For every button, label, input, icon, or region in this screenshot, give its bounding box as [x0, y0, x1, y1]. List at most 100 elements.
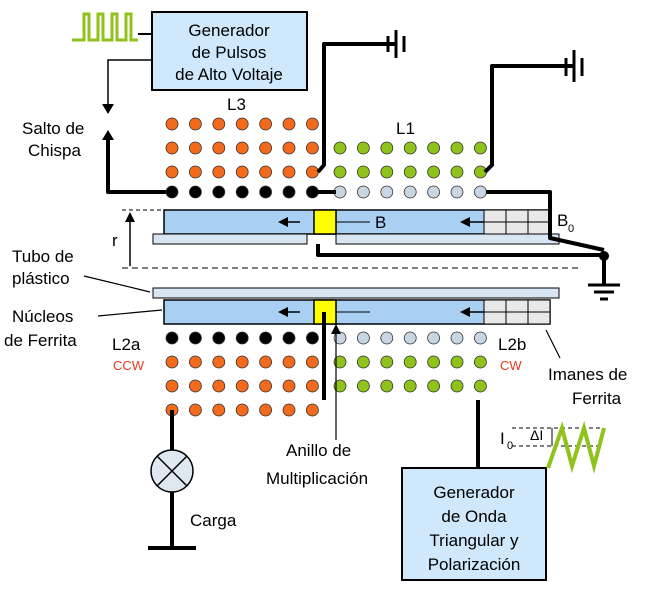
- l2b-coil-dot: [427, 355, 441, 369]
- triangular-waveform-icon: [512, 420, 606, 474]
- l1-label: L1: [396, 119, 415, 138]
- l1-to-ground-wire: [483, 64, 574, 174]
- bottom-tube: [152, 287, 560, 299]
- l2b-coil-dot: [333, 355, 347, 369]
- l1-coil-dot: [427, 165, 441, 179]
- pulse-gen-line-1: Generador: [188, 21, 270, 40]
- l2a-label: L2a: [112, 335, 141, 354]
- l3-coil-dot: [188, 141, 202, 155]
- l1-coil-dot: [356, 165, 370, 179]
- l3-to-ground-wire: [316, 42, 396, 174]
- l2a-coil-dot: [212, 379, 226, 393]
- l3-coil-dot: [282, 117, 296, 131]
- bottom-coil-row: [165, 331, 487, 345]
- l2a-coil-dot: [282, 403, 296, 417]
- load-label: Carga: [190, 511, 237, 530]
- spark-gap-label-2: Chispa: [28, 141, 81, 160]
- l2a-coil-dot: [165, 379, 179, 393]
- l2a-coil-dot: [165, 355, 179, 369]
- l2b-coil-dot: [473, 355, 487, 369]
- l3-coil-dot: [305, 165, 319, 179]
- l3-coil-dot: [259, 165, 273, 179]
- top-row-dot-gray: [380, 185, 394, 199]
- bottom-row-dot-gray: [356, 331, 370, 345]
- l1-coil-dot: [380, 141, 394, 155]
- l2b-coil-dot: [403, 379, 417, 393]
- top-row-dot-black: [259, 185, 273, 199]
- l3-coil-dot: [235, 141, 249, 155]
- l1-coil-dot: [333, 141, 347, 155]
- l2b-coil-dots: [333, 355, 487, 393]
- top-tube-left: [152, 233, 308, 245]
- bottom-b-arrowhead-right-icon: [460, 307, 470, 317]
- plastic-tube-label-1: Tubo de: [12, 247, 74, 266]
- l3-coil-dot: [282, 165, 296, 179]
- l2a-coil-dot: [235, 403, 249, 417]
- ferrite-cores-label-1: Núcleos: [12, 307, 73, 326]
- cw-label: CW: [500, 358, 522, 373]
- tri-gen-line-1: Generador: [433, 483, 515, 502]
- l2a-coil-dot: [282, 379, 296, 393]
- b0-label: B: [557, 211, 568, 230]
- mult-ring-label-1: Anillo de: [286, 441, 351, 460]
- l3-coil-dot: [305, 141, 319, 155]
- l2a-coil-dot: [212, 355, 226, 369]
- bottom-row-dot-black: [282, 331, 296, 345]
- top-row-dot-black: [165, 185, 179, 199]
- l2a-coil-dot: [305, 379, 319, 393]
- top-row-dot-black: [212, 185, 226, 199]
- bottom-row-dot-black: [235, 331, 249, 345]
- top-row-dot-gray: [473, 185, 487, 199]
- bottom-row-dot-black: [259, 331, 273, 345]
- pulse-gen-line-3: de Alto Voltaje: [175, 65, 283, 84]
- l3-coil-dot: [259, 117, 273, 131]
- tri-gen-line-3: Triangular y: [429, 531, 519, 550]
- l1-coil-dot: [333, 165, 347, 179]
- l2a-coil-dot: [235, 355, 249, 369]
- bottom-row-dot-gray: [403, 331, 417, 345]
- junction-dot: [599, 251, 609, 261]
- l1-coil-dot: [380, 165, 394, 179]
- pulse-to-spark-wire: [107, 59, 152, 110]
- ring-arrowhead-icon: [331, 324, 341, 334]
- ferrite-cores-pointer: [97, 309, 163, 317]
- l3-coil-dot: [212, 117, 226, 131]
- l3-coil-dot: [188, 117, 202, 131]
- l3-coil-dot: [305, 117, 319, 131]
- l2b-coil-dot: [427, 379, 441, 393]
- bottom-row-dot-gray: [380, 331, 394, 345]
- top-row-dot-black: [235, 185, 249, 199]
- top-row-dot-gray: [356, 185, 370, 199]
- tri-gen-line-4: Polarización: [428, 555, 521, 574]
- l3-coil-dot: [282, 141, 296, 155]
- l1-coil-dot: [450, 141, 464, 155]
- pulse-generator-box: Generador de Pulsos de Alto Voltaje: [151, 11, 308, 91]
- bottom-row-dot-black: [305, 331, 319, 345]
- ground-top-2-icon: [564, 50, 584, 82]
- l3-coil-dot: [188, 165, 202, 179]
- bottom-ferrite-magnets: [483, 299, 551, 325]
- l2a-coil-dot: [235, 379, 249, 393]
- l2a-coil-dot: [259, 403, 273, 417]
- bottom-b-arrowhead-left-icon: [278, 307, 288, 317]
- top-row-dot-gray: [450, 185, 464, 199]
- b0-subscript: 0: [568, 223, 574, 235]
- l3-coil-dot: [165, 117, 179, 131]
- l2a-coil-dot: [188, 355, 202, 369]
- l2b-label: L2b: [498, 335, 526, 354]
- pulse-gen-line-2: de Pulsos: [192, 43, 267, 62]
- l2b-coil-dot: [380, 355, 394, 369]
- b-label: B: [375, 213, 386, 232]
- l3-coil-dot: [235, 117, 249, 131]
- l2a-coil-dot: [212, 403, 226, 417]
- spark-arrow-up-icon: [102, 130, 114, 140]
- l3-label: L3: [227, 95, 246, 114]
- b-arrowhead-left-icon: [278, 217, 288, 227]
- l3-coil-dot: [235, 165, 249, 179]
- top-row-dot-black: [188, 185, 202, 199]
- top-row-dot-gray: [403, 185, 417, 199]
- top-ferrite-magnets: [483, 209, 551, 235]
- load-lamp-icon: [150, 449, 194, 493]
- l1-coil-dots: [333, 141, 487, 179]
- l1-coil-dot: [403, 165, 417, 179]
